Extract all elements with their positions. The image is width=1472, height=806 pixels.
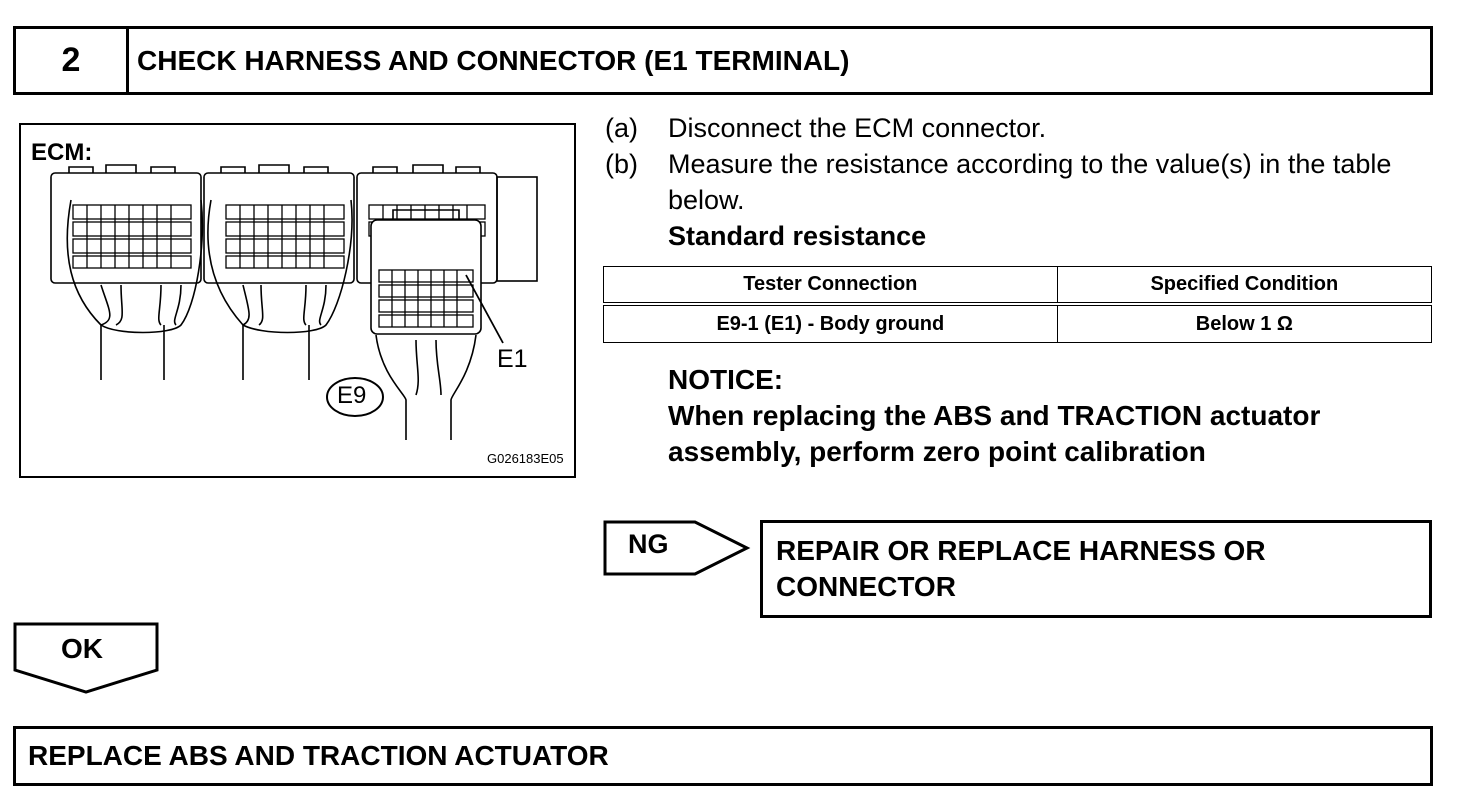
table-row: E9-1 (E1) - Body ground Below 1 Ω bbox=[603, 303, 1433, 343]
col-header-specified-condition: Specified Condition bbox=[1056, 266, 1433, 306]
step-b: (b) Measure the resistance according to … bbox=[605, 146, 1425, 218]
col-header-tester-connection: Tester Connection bbox=[603, 266, 1058, 306]
e1-terminal-label: E1 bbox=[497, 345, 528, 373]
resistance-spec-table: Tester Connection Specified Condition E9… bbox=[603, 266, 1433, 343]
ecm-label: ECM: bbox=[31, 139, 93, 166]
ok-label: OK bbox=[61, 633, 103, 664]
ok-result-box: REPLACE ABS AND TRACTION ACTUATOR bbox=[13, 726, 1433, 786]
step-a: (a) Disconnect the ECM connector. bbox=[605, 110, 1425, 146]
notice-heading: NOTICE: bbox=[668, 364, 784, 395]
notice: NOTICE: When replacing the ABS and TRACT… bbox=[668, 362, 1428, 470]
step-header: 2 CHECK HARNESS AND CONNECTOR (E1 TERMIN… bbox=[13, 26, 1433, 95]
ng-arrow-icon bbox=[603, 520, 751, 576]
standard-resistance-heading: Standard resistance bbox=[668, 221, 927, 251]
figure-code: G026183E05 bbox=[487, 451, 564, 466]
step-b-label: (b) bbox=[605, 149, 638, 179]
step-a-label: (a) bbox=[605, 113, 638, 143]
notice-text: When replacing the ABS and TRACTION actu… bbox=[668, 400, 1321, 467]
step-number: 2 bbox=[16, 29, 129, 92]
connector-housing-b bbox=[203, 172, 355, 284]
e9-connector-label: E9 bbox=[337, 382, 367, 409]
ng-result-box: REPAIR OR REPLACE HARNESS OR CONNECTOR bbox=[760, 520, 1432, 618]
cell-specified-condition: Below 1 Ω bbox=[1056, 303, 1433, 343]
step-a-text: Disconnect the ECM connector. bbox=[668, 113, 1047, 143]
ng-label: NG bbox=[628, 529, 669, 559]
step-b-text: Measure the resistance according to the … bbox=[668, 149, 1392, 215]
ecm-connector-illustration: ECM: E1 E9 G026183E05 bbox=[19, 123, 576, 478]
connector-housing-a bbox=[50, 172, 202, 284]
ok-arrow-icon bbox=[13, 622, 159, 694]
step-title: CHECK HARNESS AND CONNECTOR (E1 TERMINAL… bbox=[137, 44, 850, 76]
cell-tester-connection: E9-1 (E1) - Body ground bbox=[603, 303, 1058, 343]
connector-housing-d bbox=[496, 176, 538, 282]
connector-drawing bbox=[50, 164, 538, 440]
